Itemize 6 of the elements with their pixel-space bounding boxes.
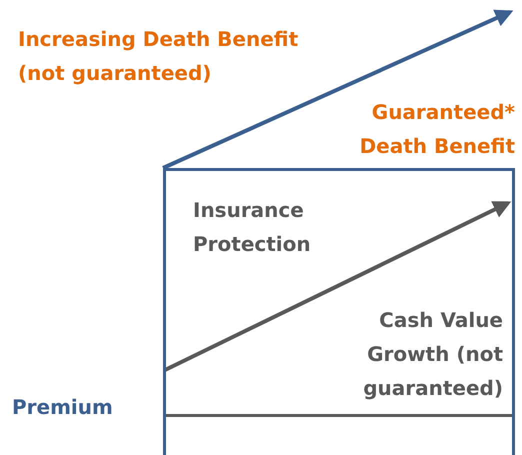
benefit-label: Increasing Death Benefit (not guaranteed) [18, 26, 300, 87]
section-label: Cash Value Growth (not guaranteed) [362, 307, 503, 402]
benefit-label: Guaranteed* Death Benefit [358, 99, 515, 160]
policy-box [163, 168, 515, 455]
premium-label: Premium [12, 394, 114, 421]
section-label: Insurance Protection [193, 197, 312, 258]
